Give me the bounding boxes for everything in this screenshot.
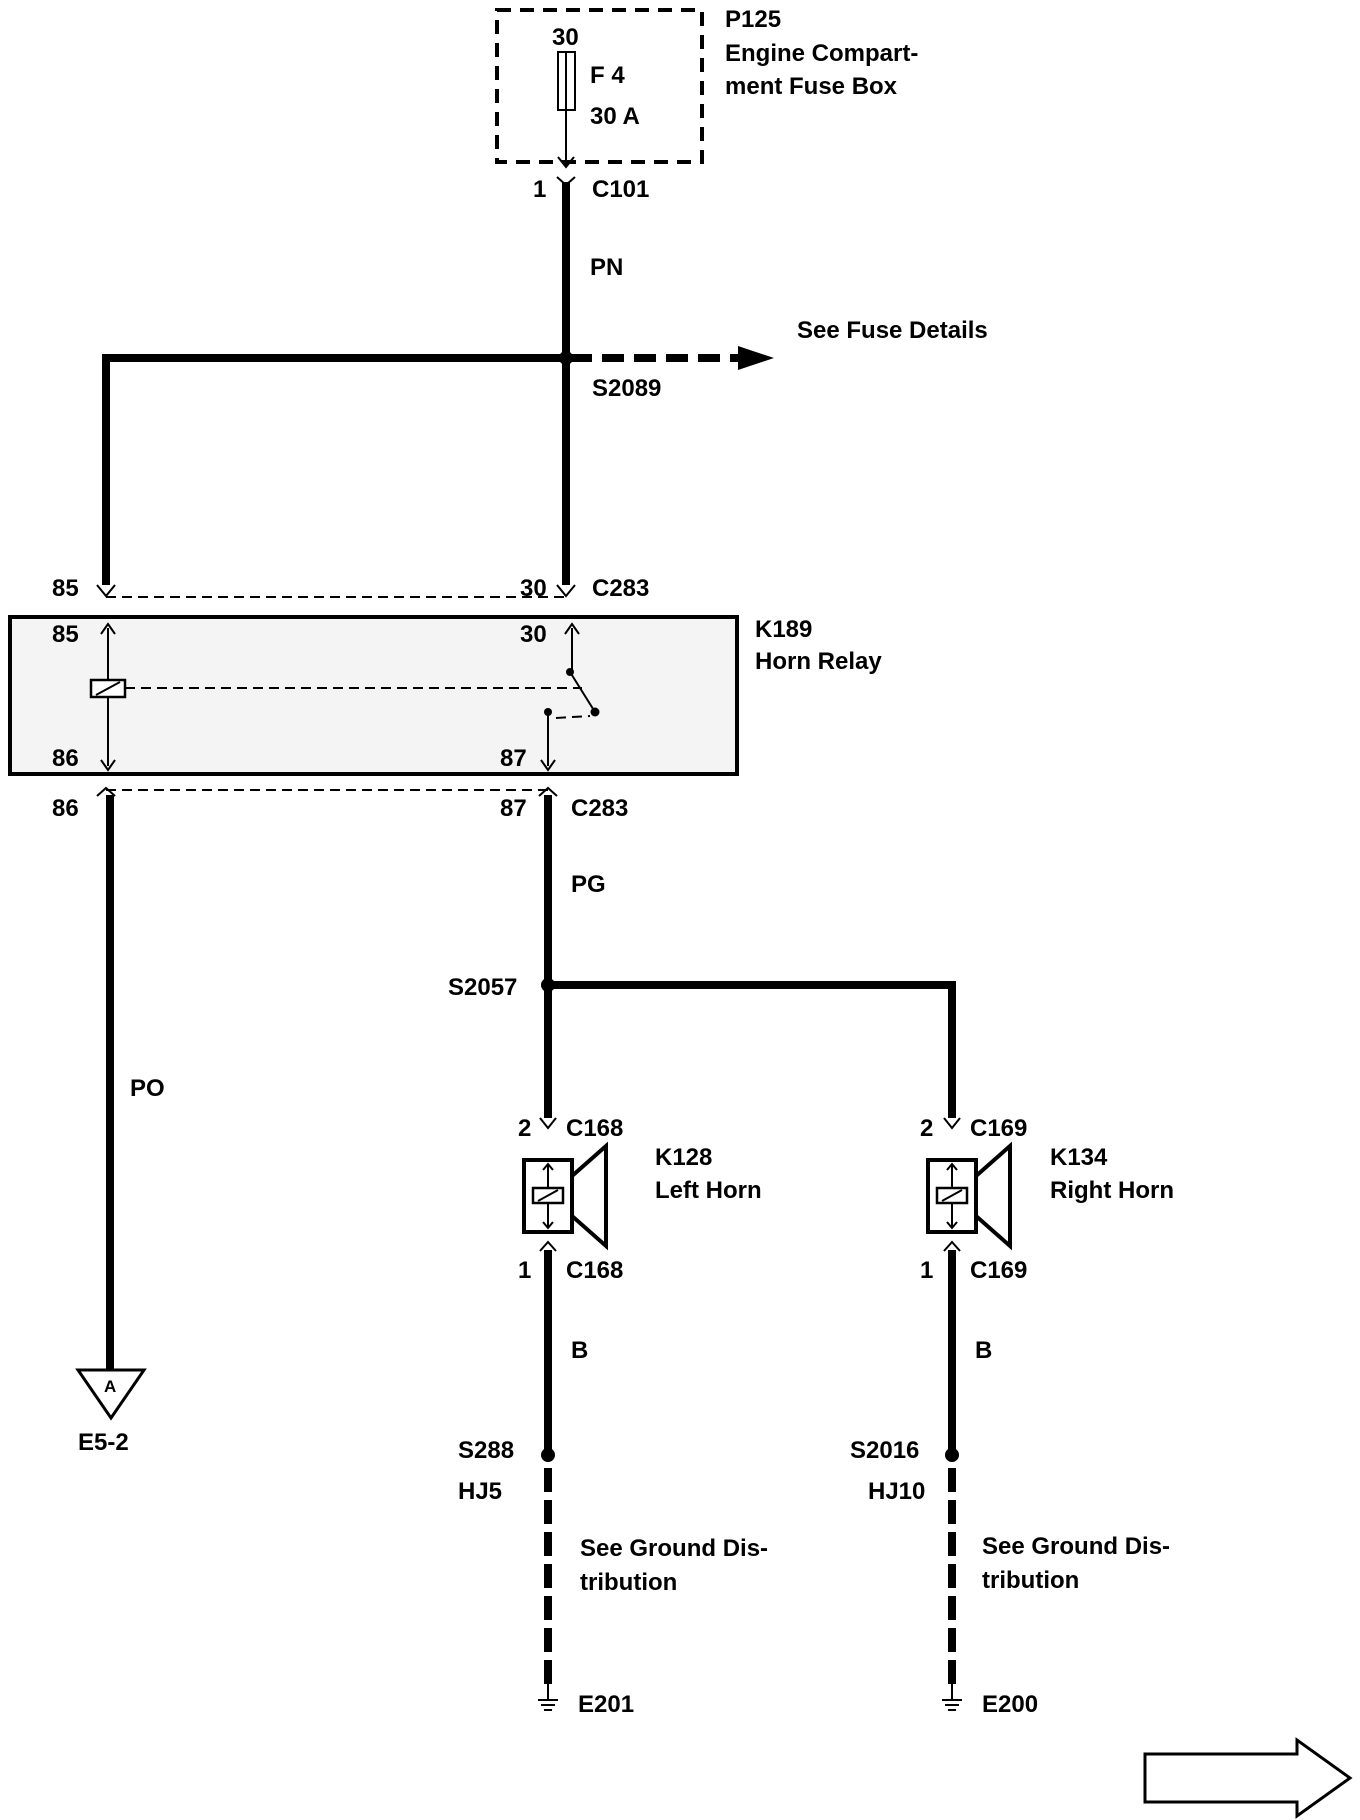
fuse-box-p125: 30 F 4 30 A P125 Engine Compart- ment Fu… (495, 6, 918, 166)
offpage-connector-a: A E5-2 (75, 1368, 147, 1456)
connector-c283-bottom: 86 87 C283 (52, 786, 628, 822)
splice-s288-label: S288 (458, 1437, 514, 1464)
left-horn-k128: 2 C168 K128 Left Horn 1 C168 (518, 1115, 762, 1284)
left-horn-name: Left Horn (655, 1177, 762, 1204)
splice-s2016-dot (945, 1448, 959, 1462)
right-horn-conn-bottom: C169 (970, 1257, 1027, 1284)
relay-pin30: 30 (520, 621, 547, 648)
splice-hj5-label: HJ5 (458, 1478, 502, 1505)
wire-po-label: PO (130, 1075, 165, 1102)
relay-k189: K189 Horn Relay 85 30 86 87 (8, 615, 882, 776)
connector-c283-top: 85 30 C283 (52, 575, 649, 602)
fuse-terminal-label: 30 (552, 24, 579, 51)
splice-hj10-label: HJ10 (868, 1478, 925, 1505)
fuse-name-label: F 4 (590, 62, 625, 89)
c283-bottom-pin87: 87 (500, 795, 527, 822)
ground-e200-label: E200 (982, 1691, 1038, 1718)
relay-pin86: 86 (52, 745, 79, 772)
relay-name: Horn Relay (755, 648, 882, 675)
wire-b-right-label: B (975, 1337, 992, 1364)
right-horn-pin-top: 2 (920, 1115, 933, 1142)
offpage-ref: E5-2 (78, 1429, 129, 1456)
wire-b-left-label: B (571, 1337, 588, 1364)
relay-id: K189 (755, 616, 812, 643)
left-horn-conn-bottom: C168 (566, 1257, 623, 1284)
wire-pn-label: PN (590, 254, 623, 281)
right-horn-id: K134 (1050, 1144, 1108, 1171)
left-horn-conn-top: C168 (566, 1115, 623, 1142)
ground-note-left-line1: See Ground Dis- (580, 1535, 768, 1562)
left-horn-bell (570, 1141, 608, 1251)
c283-bottom-pin86: 86 (52, 795, 79, 822)
fuse-box-id: P125 (725, 6, 781, 33)
fuse-rating-label: 30 A (590, 103, 640, 130)
next-page-arrow-icon[interactable] (1143, 1737, 1353, 1819)
wire-pg-right-branch (548, 981, 956, 1118)
ground-note-left-line2: tribution (580, 1569, 677, 1596)
splice-s2089-label: S2089 (592, 375, 661, 402)
c283-bottom-connector: C283 (571, 795, 628, 822)
right-horn-k134: 2 C169 K134 Right Horn 1 C169 (920, 1115, 1174, 1284)
right-horn-pin-bottom: 1 (920, 1257, 933, 1284)
c283-top-pin85: 85 (52, 575, 79, 602)
splice-s2089-dot (559, 351, 573, 365)
right-horn-name: Right Horn (1050, 1177, 1174, 1204)
fuse-details-label: See Fuse Details (797, 317, 988, 344)
fuse-box-name-line1: Engine Compart- (725, 40, 918, 67)
left-horn-id: K128 (655, 1144, 712, 1171)
right-horn-bell (974, 1141, 1012, 1251)
splice-s2057-label: S2057 (448, 974, 517, 1001)
ground-e200: E200 (942, 1684, 1038, 1718)
wire-pg-label: PG (571, 871, 606, 898)
c283-top-pin30: 30 (520, 575, 547, 602)
splice-s2016-label: S2016 (850, 1437, 919, 1464)
relay-pin85: 85 (52, 621, 79, 648)
fuse-box-outline (495, 8, 704, 164)
splice-s288-dot (541, 1448, 555, 1462)
offpage-letter: A (104, 1377, 116, 1396)
relay-body (8, 615, 739, 776)
ground-note-right-line1: See Ground Dis- (982, 1533, 1170, 1560)
wire-to-relay-85 (102, 354, 566, 585)
ground-note-right-line2: tribution (982, 1567, 1079, 1594)
fuse-box-name-line2: ment Fuse Box (725, 73, 898, 100)
c101-pin: 1 (533, 176, 546, 203)
relay-pin87: 87 (500, 745, 527, 772)
ground-e201: E201 (538, 1684, 634, 1718)
left-horn-pin-top: 2 (518, 1115, 531, 1142)
splice-s2057-dot (541, 978, 555, 992)
left-horn-pin-bottom: 1 (518, 1257, 531, 1284)
c283-top-connector: C283 (592, 575, 649, 602)
right-horn-conn-top: C169 (970, 1115, 1027, 1142)
ground-e201-label: E201 (578, 1691, 634, 1718)
c101-connector: C101 (592, 176, 649, 203)
fuse-details-arrow (738, 346, 774, 370)
relay-switch-arm (569, 671, 596, 713)
